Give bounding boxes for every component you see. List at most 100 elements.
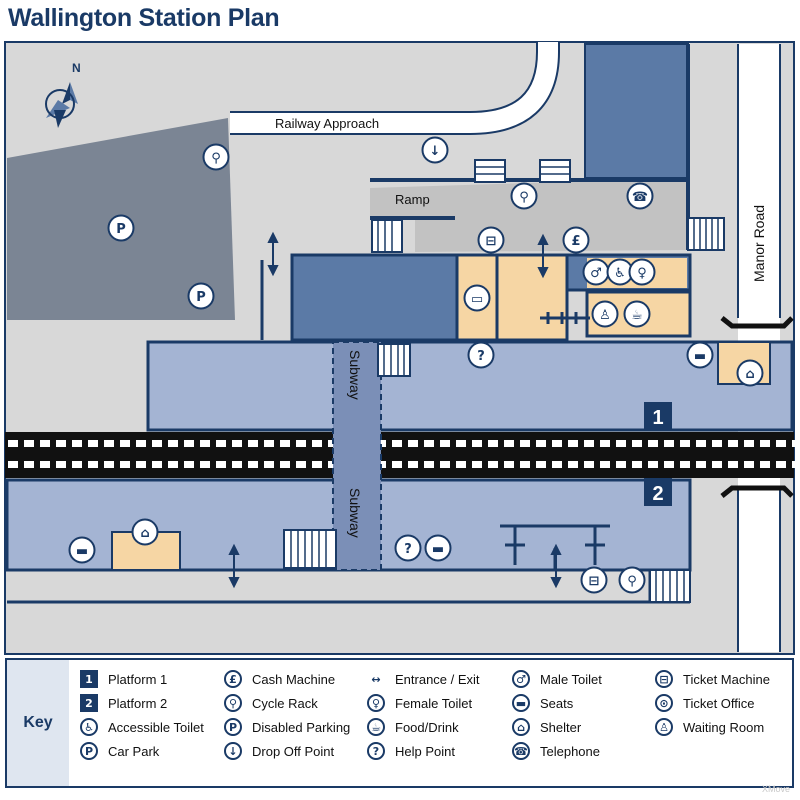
track-sleeper <box>696 461 706 468</box>
track-sleeper <box>472 440 482 447</box>
track-sleeper <box>168 461 178 468</box>
svg-text:▬: ▬ <box>432 542 444 557</box>
track-sleeper <box>312 440 322 447</box>
station-forecourt <box>370 178 688 252</box>
key-item-label: Ticket Office <box>683 695 755 711</box>
platform-1 <box>146 340 794 432</box>
track-sleeper <box>104 440 114 447</box>
track-sleeper <box>248 440 258 447</box>
track-sleeper <box>8 440 18 447</box>
subway-label-bottom: Subway <box>347 488 363 538</box>
entrance-exit-icon: ↔ <box>367 670 385 688</box>
help-point-icon: ? <box>367 742 385 760</box>
cycle-rack-icon: ⚲ <box>510 182 538 210</box>
waiting-room-icon: ▭ <box>463 284 491 312</box>
svg-text:⚲: ⚲ <box>627 574 637 589</box>
track-sleeper <box>152 461 162 468</box>
track-sleeper <box>552 461 562 468</box>
track-sleeper <box>168 440 178 447</box>
track-sleeper <box>296 461 306 468</box>
track-sleeper <box>72 440 82 447</box>
ticket-office-icon: ⊙ <box>655 694 673 712</box>
north-label: N <box>72 61 81 75</box>
track-sleeper <box>56 440 66 447</box>
key-item-label: Platform 1 <box>108 671 168 687</box>
key-item-label: Male Toilet <box>540 671 602 687</box>
manor-road-label: Manor Road <box>751 205 767 282</box>
track-sleeper <box>536 440 546 447</box>
key-item-label: Food/Drink <box>395 719 459 735</box>
drop-off-point-icon: ↓ <box>224 742 242 760</box>
key-item: ♂Male Toilet <box>512 668 602 690</box>
svg-text:⚲: ⚲ <box>211 151 221 166</box>
key-item: ☎Telephone <box>512 740 600 762</box>
seats-icon: ▬ <box>424 534 452 562</box>
track-sleeper <box>440 461 450 468</box>
svg-text:▬: ▬ <box>694 349 706 364</box>
key-title: Key <box>7 660 69 786</box>
track-sleeper <box>488 461 498 468</box>
north-compass-icon <box>45 82 78 128</box>
cash-machine-icon: £ <box>224 670 242 688</box>
platform-1-marker <box>644 402 672 430</box>
track-sleeper <box>648 461 658 468</box>
key-item: ⌂ Shelter <box>512 716 581 738</box>
svg-text:P: P <box>196 290 206 305</box>
food-drink-icon: ☕ <box>623 300 651 328</box>
track-sleeper <box>776 461 786 468</box>
station-building <box>290 253 459 342</box>
railway-tracks <box>5 432 794 478</box>
shelter-icon: ⌂ <box>512 718 530 736</box>
track-sleeper <box>712 440 722 447</box>
ticket-machine-icon: ⊟ <box>655 670 673 688</box>
track-sleeper <box>744 461 754 468</box>
shelter-icon: ⌂ <box>736 359 764 387</box>
ticket-machine-icon: ⊟ <box>580 566 608 594</box>
track-sleeper <box>600 440 610 447</box>
cycle-rack-icon: ⚲ <box>224 694 242 712</box>
car-park-icon: P <box>80 742 98 760</box>
track-sleeper <box>200 440 210 447</box>
track-sleeper <box>744 440 754 447</box>
drop-off-point-icon: ↓ <box>421 136 449 164</box>
key-item-label: Shelter <box>540 719 582 735</box>
track-sleeper <box>56 461 66 468</box>
shelter-icon: ⌂ <box>131 518 159 546</box>
svg-text:♀: ♀ <box>637 266 647 281</box>
svg-text:?: ? <box>404 542 412 557</box>
key-item: ♙Waiting Room <box>655 716 764 738</box>
track-sleeper <box>408 440 418 447</box>
track-sleeper <box>664 461 674 468</box>
track-sleeper <box>456 440 466 447</box>
track-sleeper <box>408 461 418 468</box>
telephone-icon: ☎ <box>626 182 654 210</box>
track-sleeper <box>648 440 658 447</box>
track-sleeper <box>568 440 578 447</box>
track-sleeper <box>680 461 690 468</box>
track-sleeper <box>40 461 50 468</box>
credit-mark: XMove <box>761 784 790 794</box>
platform-2-marker <box>644 478 672 506</box>
track-sleeper <box>488 440 498 447</box>
key-item: £Cash Machine <box>224 668 335 690</box>
track-sleeper <box>712 461 722 468</box>
key-item-label: Ticket Machine <box>683 671 770 687</box>
track-sleeper <box>456 461 466 468</box>
svg-text:▭: ▭ <box>471 292 483 307</box>
track-sleeper <box>136 440 146 447</box>
track-sleeper <box>440 440 450 447</box>
key-item: ▬Seats <box>512 692 573 714</box>
track-sleeper <box>696 440 706 447</box>
cycle-rack-icon: ⚲ <box>202 143 230 171</box>
waiting-room-icon: ♙ <box>655 718 673 736</box>
track-sleeper <box>472 461 482 468</box>
svg-text:£: £ <box>571 234 580 249</box>
platform-2-icon: 2 <box>80 694 98 712</box>
track-sleeper <box>520 440 530 447</box>
track-sleeper <box>312 461 322 468</box>
male-toilet-icon: ♂ <box>582 258 610 286</box>
accessible-toilet-icon: ♿ <box>80 718 98 736</box>
track-sleeper <box>232 461 242 468</box>
